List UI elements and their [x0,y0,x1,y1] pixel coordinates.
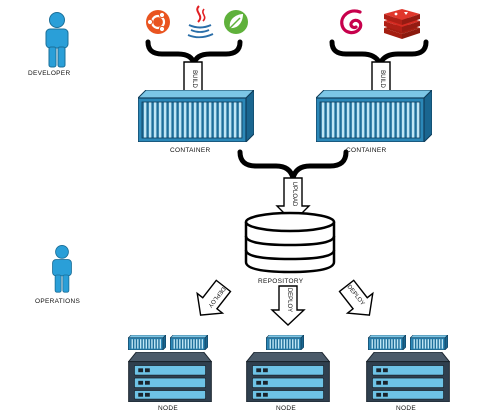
deploy-arrow-left: DEPLOY [196,279,232,316]
node-label-3: NODE [396,405,416,412]
node-server-1 [128,352,212,402]
node-server-2 [246,352,330,402]
ubuntu-logo-icon [146,10,170,34]
containers-brace [237,149,349,181]
spring-logo-icon [224,10,248,34]
deploy-arrow-right-shape [338,279,374,316]
container-left-label: CONTAINER [170,147,211,154]
developer-label: DEVELOPER [28,70,71,77]
container-left [138,90,254,142]
debian-logo-icon [340,9,363,35]
container-right-label: CONTAINER [346,147,387,154]
java-logo-icon [187,5,214,39]
source-brace-right [329,39,429,67]
node-label-2: NODE [276,405,296,412]
redis-logo-icon [384,9,420,39]
node2-container-a [266,335,304,350]
source-brace-left [145,39,243,67]
node3-container-b [410,335,448,350]
node3-container-a [368,335,406,350]
deploy-arrow-left-shape [196,279,232,316]
operations-person-icon [52,245,72,293]
deploy-arrow-mid-label: DEPLOY [286,288,292,312]
repository-database-icon [244,211,336,274]
deploy-arrow-right: DEPLOY [338,279,374,316]
build-arrow-right-label: BUILD [379,70,385,88]
deploy-arrow-mid: DEPLOY [270,285,306,326]
node-label-1: NODE [158,405,178,412]
deploy-arrow-mid-shape [270,285,306,326]
developer-person-icon [45,12,69,68]
operations-label: OPERATIONS [35,298,81,305]
upload-arrow-label: UPLOAD [291,182,297,207]
container-right [316,90,432,142]
node1-container-b [170,335,208,350]
repository-label: REPOSITORY [258,278,304,285]
node1-container-a [128,335,166,350]
node-server-3 [366,352,450,402]
build-arrow-left-label: BUILD [191,70,197,88]
